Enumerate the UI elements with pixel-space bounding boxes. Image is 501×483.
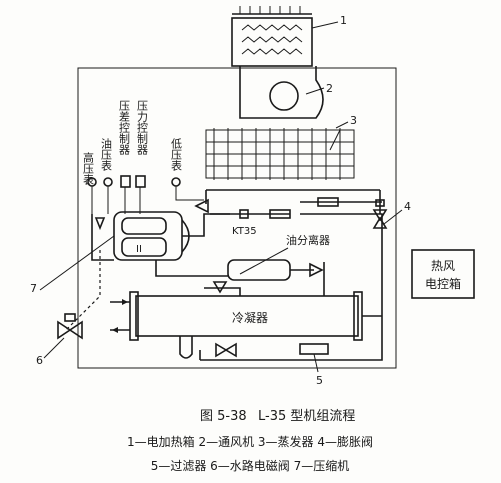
liquid-valve (215, 342, 237, 358)
callout-4: 4 (404, 200, 411, 213)
compressor: II (39, 211, 190, 291)
low-pressure-gauge-icon (171, 177, 181, 187)
callout-7: 7 (30, 282, 37, 295)
callout-6: 6 (36, 354, 43, 367)
oil-separator-label: 油分离器 (286, 233, 330, 247)
unit-frame (77, 67, 397, 369)
gauges-group (87, 175, 204, 214)
refrigerant-piping (65, 189, 383, 361)
callout-2: 2 (326, 82, 333, 95)
small-valve-kt (239, 197, 339, 219)
callout-3: 3 (350, 114, 357, 127)
condenser (110, 291, 382, 359)
callout-1: 1 (340, 14, 347, 27)
fan (239, 66, 325, 119)
kt35-label: KT35 (232, 226, 257, 237)
pressure-controller-icon (135, 175, 146, 188)
oil-pressure-gauge-icon (103, 177, 113, 187)
pressure-controller-label: 压力控制器 (136, 100, 149, 156)
control-box-label-2: 电控箱 (425, 276, 461, 291)
callout-5: 5 (316, 374, 323, 387)
condenser-label: 冷凝器 (232, 310, 268, 325)
svg-text:II: II (136, 244, 142, 255)
oil-return-valve (94, 217, 324, 294)
evaporator-coil (205, 121, 355, 180)
legend-line-2: 5—过滤器 6—水路电磁阀 7—压缩机 (151, 458, 350, 473)
figure-number: 图 5-38 (200, 409, 247, 424)
pressure-diff-controller-label: 压差控制器 (118, 100, 131, 156)
figure-title: L-35 型机组流程 (258, 409, 355, 424)
water-solenoid-valve (43, 313, 83, 359)
low-pressure-gauge-label: 低压表 (170, 138, 183, 172)
control-box-label-1: 热风 (431, 259, 455, 273)
legend-line-1: 1—电加热箱 2—通风机 3—蒸发器 4—膨胀阀 (127, 434, 373, 449)
filter (299, 343, 329, 373)
hot-air-control-box (411, 249, 475, 299)
pressure-diff-controller-icon (120, 175, 131, 188)
high-pressure-gauge-label: 高压表 (82, 151, 95, 186)
oil-pressure-gauge-label: 油压表 (100, 137, 113, 172)
expansion-valve (372, 199, 403, 229)
check-valve-top (194, 198, 209, 214)
electric-heater-box (231, 6, 339, 67)
oil-separator (227, 247, 291, 281)
